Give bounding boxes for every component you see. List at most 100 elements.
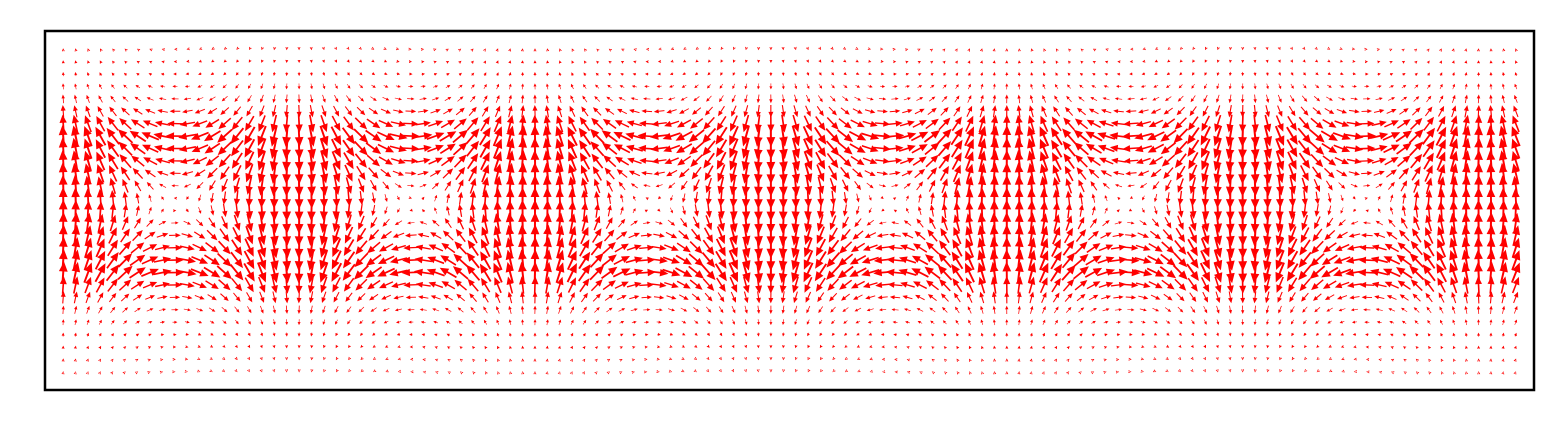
quiver-arrow — [321, 105, 327, 117]
quiver-arrow — [1427, 84, 1431, 89]
quiver-arrow — [676, 242, 691, 253]
quiver-arrow — [651, 120, 667, 127]
quiver-arrow — [1378, 370, 1382, 374]
quiver-arrow — [530, 236, 540, 259]
quiver-arrow — [1438, 105, 1445, 117]
quiver-arrow — [1303, 319, 1307, 325]
quiver-arrow — [358, 95, 364, 102]
quiver-arrow — [1238, 236, 1248, 259]
quiver-arrow — [60, 291, 66, 304]
quiver-arrow — [198, 332, 202, 336]
quiver-arrow — [97, 106, 104, 117]
quiver-arrow — [782, 357, 786, 361]
quiver-arrow — [546, 48, 550, 52]
quiver-arrow — [397, 345, 401, 348]
quiver-arrow — [906, 358, 910, 362]
quiver-arrow — [1213, 262, 1223, 283]
quiver-arrow — [146, 97, 154, 101]
quiver-arrow — [382, 181, 390, 190]
quiver-arrow — [1202, 105, 1209, 117]
quiver-arrow — [382, 218, 390, 227]
quiver-arrow — [110, 95, 116, 103]
quiver-arrow — [1348, 233, 1361, 238]
quiver-arrow — [1279, 369, 1283, 373]
quiver-arrow — [1102, 97, 1110, 101]
quiver-arrow — [520, 60, 524, 64]
quiver-arrow — [495, 95, 500, 103]
quiver-arrow — [1474, 125, 1483, 148]
quiver-arrow — [682, 205, 686, 216]
quiver-arrow — [1173, 128, 1189, 144]
quiver-arrow — [1501, 305, 1506, 314]
quiver-arrow — [533, 371, 537, 375]
quiver-arrow — [530, 199, 540, 222]
quiver-arrow — [1403, 358, 1407, 362]
quiver-arrow — [1361, 233, 1373, 238]
quiver-arrow — [825, 140, 840, 156]
quiver-arrow — [607, 346, 611, 350]
quiver-arrow — [791, 237, 800, 259]
quiver-arrow — [207, 294, 217, 301]
quiver-arrow — [270, 249, 279, 271]
quiver-arrow — [1253, 319, 1257, 325]
quiver-arrow — [969, 371, 972, 375]
quiver-arrow — [606, 358, 611, 362]
quiver-arrow — [839, 279, 853, 290]
quiver-arrow — [568, 151, 577, 171]
quiver-arrow — [1039, 138, 1049, 159]
quiver-arrow — [401, 268, 421, 277]
quiver-arrow — [1333, 256, 1351, 264]
quiver-arrow — [1052, 176, 1060, 195]
quiver-arrow — [132, 168, 144, 179]
quiver-arrow — [778, 236, 788, 259]
quiver-arrow — [282, 224, 292, 247]
quiver-arrow — [939, 240, 951, 256]
quiver-arrow — [1122, 256, 1140, 264]
quiver-arrow — [1425, 202, 1433, 219]
quiver-arrow — [905, 333, 910, 337]
quiver-arrow — [1321, 266, 1339, 278]
quiver-arrow — [682, 193, 686, 203]
quiver-arrow — [1153, 320, 1158, 324]
quiver-arrow — [1347, 282, 1362, 288]
quiver-arrow — [818, 72, 822, 76]
quiver-arrow — [817, 201, 824, 220]
quiver-arrow — [1314, 307, 1321, 313]
quiver-arrow — [1127, 97, 1135, 101]
quiver-arrow — [816, 214, 824, 232]
quiver-arrow — [397, 208, 400, 213]
quiver-arrow — [533, 48, 537, 52]
quiver-arrow — [989, 224, 999, 247]
quiver-arrow — [343, 152, 354, 170]
quiver-arrow — [210, 192, 215, 204]
quiver-arrow — [518, 137, 527, 160]
quiver-arrow — [705, 190, 712, 206]
quiver-arrow — [579, 140, 591, 158]
quiver-arrow — [1290, 46, 1293, 50]
quiver-arrow — [791, 150, 801, 172]
quiver-arrow — [73, 371, 77, 375]
quiver-arrow — [147, 85, 153, 88]
quiver-arrow — [992, 105, 997, 118]
quiver-arrow — [905, 72, 910, 76]
quiver-arrow — [421, 209, 426, 213]
quiver-arrow — [1312, 166, 1322, 180]
quiver-arrow — [334, 59, 337, 63]
quiver-arrow — [1188, 152, 1199, 170]
quiver-arrow — [965, 151, 974, 171]
quiver-arrow — [1453, 371, 1456, 375]
quiver-arrow — [447, 359, 451, 362]
quiver-arrow — [993, 358, 997, 362]
quiver-arrow — [205, 155, 220, 166]
quiver-arrow — [1449, 262, 1459, 283]
quiver-arrow — [604, 108, 615, 115]
quiver-arrow — [1166, 84, 1171, 88]
quiver-arrow — [73, 291, 79, 304]
quiver-arrow — [309, 305, 314, 314]
quiver-arrow — [109, 177, 116, 194]
quiver-arrow — [307, 199, 316, 222]
quiver-arrow — [1174, 140, 1188, 156]
quiver-arrow — [1336, 169, 1348, 177]
quiver-arrow — [260, 72, 264, 76]
quiver-arrow — [294, 149, 304, 172]
